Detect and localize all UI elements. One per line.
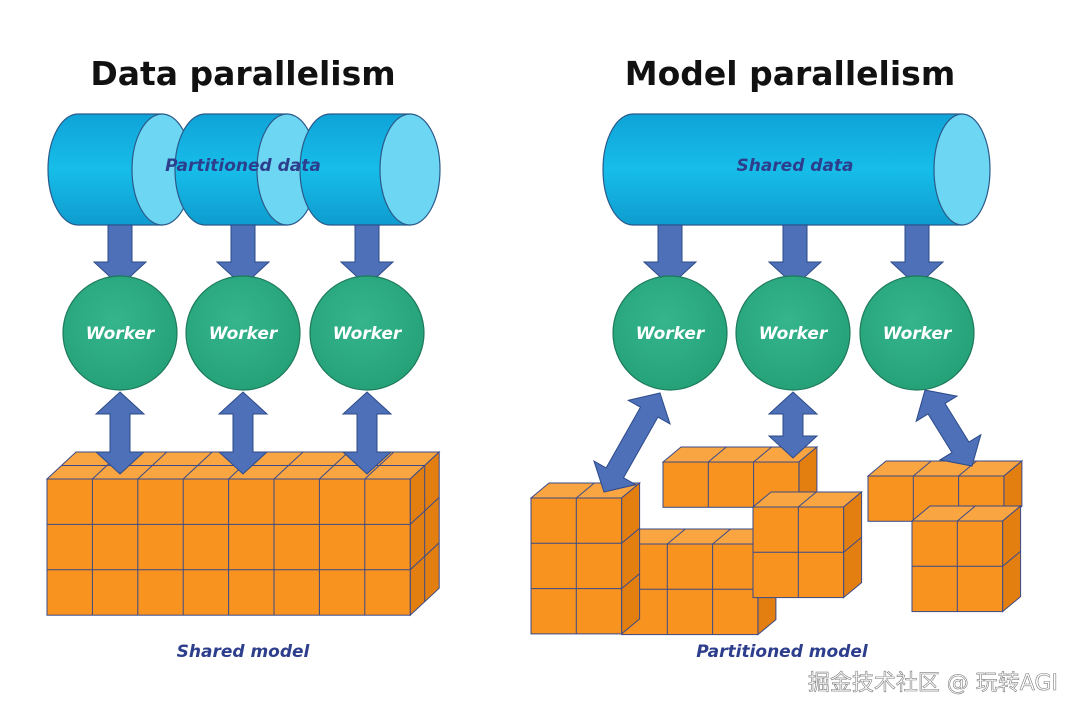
down-arrow — [642, 224, 698, 287]
down-arrow — [767, 224, 823, 287]
worker-node: Worker — [612, 275, 728, 391]
model-blocks — [45, 445, 1024, 636]
data-cylinder-1 — [47, 113, 193, 226]
shared-data-label: Shared data — [736, 156, 853, 176]
worker-label: Worker — [759, 324, 829, 344]
data-flow-arrows — [92, 224, 945, 287]
partition-cube-group — [751, 490, 863, 599]
shared-model-label: Shared model — [177, 642, 311, 662]
partitioned-data-cylinders: Partitioned data — [47, 113, 441, 226]
partition-cube-group — [529, 481, 641, 635]
down-arrow — [889, 224, 945, 287]
double-arrow — [341, 391, 393, 475]
right-workers: Worker Worker Worker — [612, 275, 975, 391]
worker-label: Worker — [86, 324, 156, 344]
data-cylinder-3 — [299, 113, 441, 226]
left-workers: Worker Worker Worker — [62, 275, 425, 391]
double-arrow — [915, 389, 982, 467]
partitioned-data-label: Partitioned data — [165, 156, 321, 176]
double-arrow — [217, 391, 269, 475]
worker-model-arrows — [94, 389, 982, 493]
down-arrow — [92, 224, 148, 287]
double-arrow — [94, 391, 146, 475]
double-arrow — [767, 391, 819, 459]
worker-node: Worker — [185, 275, 301, 391]
watermark-text: 掘金技术社区 @ 玩转AGI — [808, 671, 1058, 696]
down-arrow — [215, 224, 271, 287]
worker-label: Worker — [883, 324, 953, 344]
partition-cube-group — [910, 504, 1022, 613]
worker-label: Worker — [333, 324, 403, 344]
worker-node: Worker — [859, 275, 975, 391]
shared-data-cylinder: Shared data — [602, 113, 991, 226]
worker-label: Worker — [636, 324, 706, 344]
worker-node: Worker — [62, 275, 178, 391]
model-parallelism-title: Model parallelism — [625, 54, 955, 93]
partitioned-model-label: Partitioned model — [696, 642, 869, 662]
shared-model-block — [45, 450, 441, 617]
worker-label: Worker — [209, 324, 279, 344]
down-arrow — [339, 224, 395, 287]
model-partition-3 — [866, 459, 1024, 613]
worker-node: Worker — [309, 275, 425, 391]
data-parallelism-title: Data parallelism — [90, 54, 395, 93]
model-partition-2 — [661, 445, 863, 599]
data-cylinder-2 — [174, 113, 318, 226]
double-arrow — [593, 392, 671, 493]
worker-node: Worker — [735, 275, 851, 391]
